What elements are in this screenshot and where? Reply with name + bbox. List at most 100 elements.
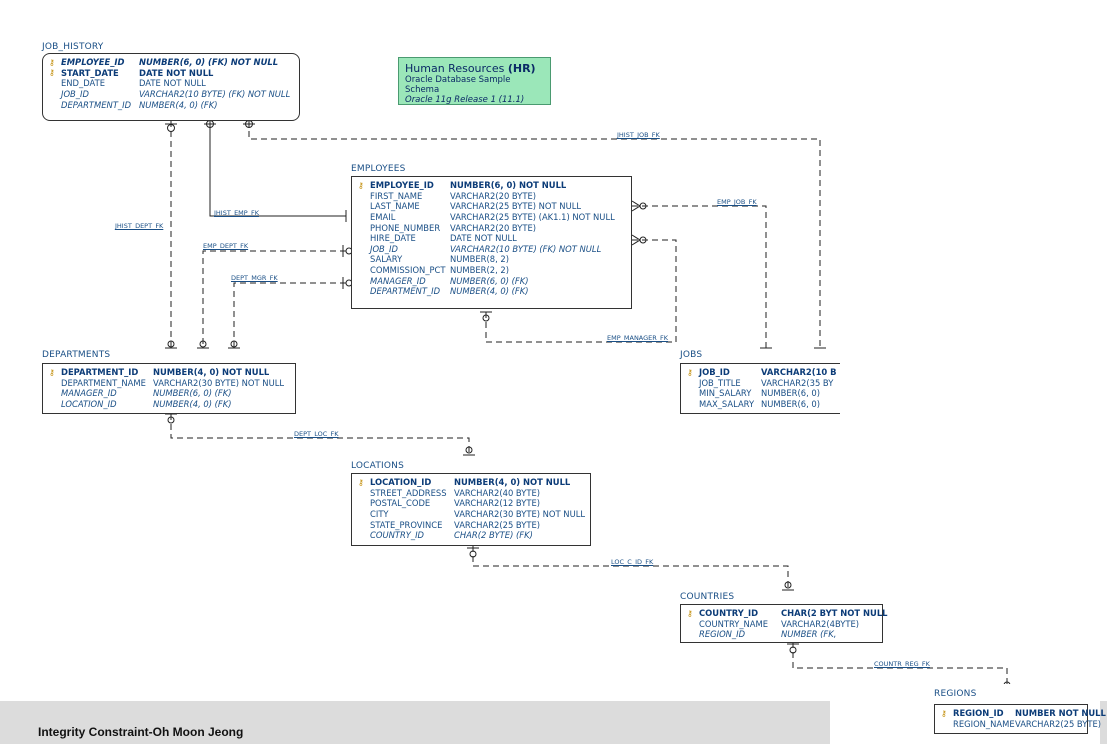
- column-name: DEPARTMENT_ID: [370, 286, 441, 297]
- column-type: CHAR(2 BYTE) (FK): [454, 530, 533, 541]
- column-name: EMAIL: [370, 212, 396, 223]
- column-type: NUMBER(4, 0) NOT NULL: [153, 367, 270, 378]
- column-name: LOCATION_ID: [370, 477, 432, 488]
- jhist-emp-fk-label: JHIST_EMP_FK: [214, 209, 259, 217]
- jhist-job-fk-label: JHIST_JOB_FK: [617, 131, 660, 139]
- column-name: REGION_ID: [699, 629, 746, 640]
- key-icon: ⚷: [49, 68, 55, 78]
- column-type: NUMBER(6, 0) (FK) NOT NULL: [139, 57, 279, 68]
- column-type: NUMBER(4, 0) (FK): [139, 99, 218, 110]
- column-type: VARCHAR2(40 BYTE): [454, 487, 541, 498]
- cardinality-symbols: [165, 120, 1013, 691]
- dept-loc-fk-label: DEPT_LOC_FK: [294, 430, 339, 438]
- column-name: CITY: [370, 509, 389, 520]
- column-name: END_DATE: [61, 78, 105, 89]
- table-row[interactable]: POSTAL_CODE VARCHAR2(12 BYTE): [358, 498, 586, 509]
- column-name: COUNTRY_ID: [699, 608, 759, 619]
- column-type: VARCHAR2(30 BYTE) NOT NULL: [153, 377, 285, 388]
- column-type: CHAR(2 BYT NOT NULL: [781, 608, 888, 619]
- column-type: NUMBER(6, 0) NOT NULL: [450, 180, 567, 191]
- key-icon: ⚷: [941, 708, 947, 718]
- column-name: COUNTRY_NAME: [699, 618, 769, 629]
- column-name: LAST_NAME: [370, 201, 420, 212]
- emp-dept-fk-label: EMP_DEPT_FK: [203, 242, 249, 250]
- column-name: MANAGER_ID: [61, 388, 117, 399]
- column-name: PHONE_NUMBER: [370, 222, 441, 233]
- footer-text: Integrity Constraint-Oh Moon Jeong: [38, 725, 244, 739]
- column-name: DEPARTMENT_NAME: [61, 377, 146, 388]
- column-type: NUMBER(8, 2): [450, 254, 509, 265]
- column-type: VARCHAR2(25 BYTE) (AK1.1) NOT NULL: [450, 212, 615, 223]
- column-type: NUMBER(4, 0) (FK): [450, 286, 529, 297]
- column-type: NUMBER(6, 0) (FK): [153, 388, 232, 399]
- column-type: NUMBER(2, 2): [450, 265, 509, 276]
- column-type: DATE NOT NULL: [450, 233, 517, 244]
- emp-job-fk-line: [632, 205, 767, 348]
- column-name: POSTAL_CODE: [370, 498, 431, 509]
- emp-manager-fk-label: EMP_MANAGER_FK: [607, 334, 669, 342]
- column-type: VARCHAR2(10 B: [761, 367, 837, 378]
- column-type: VARCHAR2(20 BYTE): [450, 222, 537, 233]
- job-history-title: JOB_HISTORY: [42, 42, 104, 52]
- table-row[interactable]: PHONE_NUMBER VARCHAR2(20 BYTE): [358, 222, 627, 233]
- table-row[interactable]: MIN_SALARY NUMBER(6, 0): [687, 388, 836, 399]
- departments-title: DEPARTMENTS: [42, 350, 111, 360]
- table-row[interactable]: MANAGER_ID NUMBER(6, 0) (FK): [49, 388, 291, 399]
- countr-reg-fk-label: COUNTR_REG_FK: [874, 660, 930, 668]
- column-name: COMMISSION_PCT: [370, 265, 446, 276]
- table-row[interactable]: COMMISSION_PCT NUMBER(2, 2): [358, 265, 627, 276]
- schema-note: Human Resources (HR) Oracle Database Sam…: [398, 57, 551, 105]
- column-type: NUMBER NOT NULL: [1015, 708, 1106, 719]
- column-name: JOB_TITLE: [699, 377, 741, 388]
- column-type: NUMBER(6, 0): [761, 399, 820, 410]
- column-name: COUNTRY_ID: [370, 530, 424, 541]
- table-row[interactable]: COUNTRY_ID CHAR(2 BYTE) (FK): [358, 530, 586, 541]
- column-name: MIN_SALARY: [699, 388, 752, 399]
- column-type: VARCHAR2(10 BYTE) (FK) NOT NULL: [139, 89, 291, 100]
- regions-title: REGIONS: [934, 689, 977, 699]
- note-subtitle: Oracle Database Sample Schema: [405, 75, 511, 95]
- column-type: NUMBER(6, 0): [761, 388, 820, 399]
- locations-title: LOCATIONS: [351, 461, 405, 471]
- table-row[interactable]: DEPARTMENT_ID NUMBER(4, 0) (FK): [358, 286, 627, 297]
- column-name: STATE_PROVINCE: [370, 519, 443, 530]
- table-row[interactable]: EMAIL VARCHAR2(25 BYTE) (AK1.1) NOT NULL: [358, 212, 627, 223]
- column-type: VARCHAR2(12 BYTE): [454, 498, 541, 509]
- column-name: FIRST_NAME: [370, 190, 423, 201]
- table-row[interactable]: DEPARTMENT_NAME VARCHAR2(30 BYTE) NOT NUL…: [49, 378, 291, 389]
